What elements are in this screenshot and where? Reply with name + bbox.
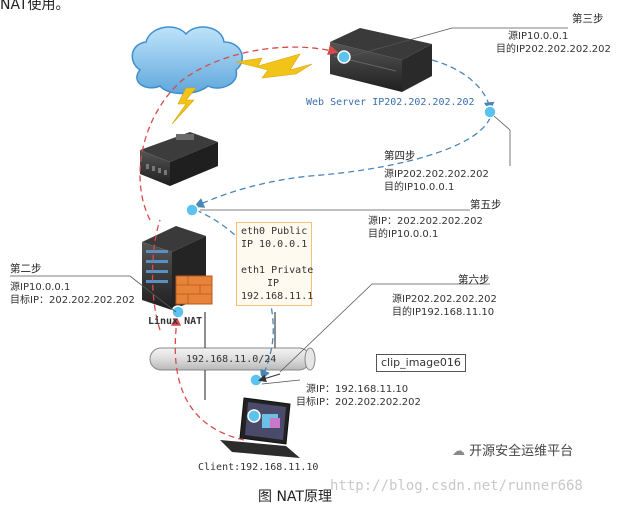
step2-src: 源IP10.0.0.1 xyxy=(10,282,71,293)
step1-dst: 目标IP：202.202.202.202 xyxy=(296,397,421,408)
step4-title: 第四步 xyxy=(384,150,416,162)
step2-title: 第二步 xyxy=(10,263,42,275)
brand-watermark: ☁ 开源安全运维平台 xyxy=(452,444,574,459)
linux-nat-label: Linux NAT xyxy=(148,316,203,327)
image-tooltip: clip_image016 xyxy=(376,354,466,372)
step6-dst: 目的IP192.168.11.10 xyxy=(392,307,495,318)
firewall-icon xyxy=(175,275,213,305)
internet-cloud-icon xyxy=(131,26,243,95)
eth0-ip: IP 10.0.0.1 xyxy=(241,239,308,250)
eth1-ip-label: IP xyxy=(267,278,280,289)
step5-title: 第五步 xyxy=(470,199,502,211)
step2-dst: 目标IP：202.202.202.202 xyxy=(10,295,135,306)
step6-title: 第六步 xyxy=(458,274,490,286)
step1-src: 源IP：192.168.11.10 xyxy=(306,384,409,395)
step3-src: 源IP10.0.0.1 xyxy=(508,31,569,42)
step4-dst: 目的IP10.0.0.1 xyxy=(384,182,455,193)
url-watermark: http://blog.csdn.net/runner668 xyxy=(330,478,583,494)
callout-lines xyxy=(10,27,568,385)
step3-title: 第三步 xyxy=(572,13,604,25)
eth-interface-box: eth0 Public IP 10.0.0.1 eth1 Private IP … xyxy=(236,222,314,306)
eth1-label: eth1 Private xyxy=(241,265,314,276)
header-fragment: NAT使用。 xyxy=(0,0,70,13)
client-label: Client:192.168.11.10 xyxy=(198,462,319,473)
web-server-icon xyxy=(330,28,432,92)
chat-bubble-icon: ☁ xyxy=(452,444,470,459)
step3-dst: 目的IP202.202.202.202 xyxy=(496,44,611,55)
figure-caption: 图 NAT原理 xyxy=(258,489,332,505)
path-node-markers xyxy=(171,105,497,387)
step6-src: 源IP202.202.202.202 xyxy=(392,294,497,305)
step4-src: 源IP202.202.202.202 xyxy=(384,169,489,180)
eth0-label: eth0 Public xyxy=(241,226,308,237)
client-laptop-icon xyxy=(220,397,300,458)
router-icon xyxy=(140,132,218,186)
step5-src: 源IP：202.202.202.202 xyxy=(368,216,483,227)
lightning-link-icon xyxy=(171,53,313,125)
eth1-ip: 192.168.11.1 xyxy=(241,291,314,302)
step5-dst: 目的IP10.0.0.1 xyxy=(368,229,439,240)
network-label: 192.168.11.0/24 xyxy=(186,354,277,365)
web-server-label: Web Server IP202.202.202.202 xyxy=(306,97,475,108)
